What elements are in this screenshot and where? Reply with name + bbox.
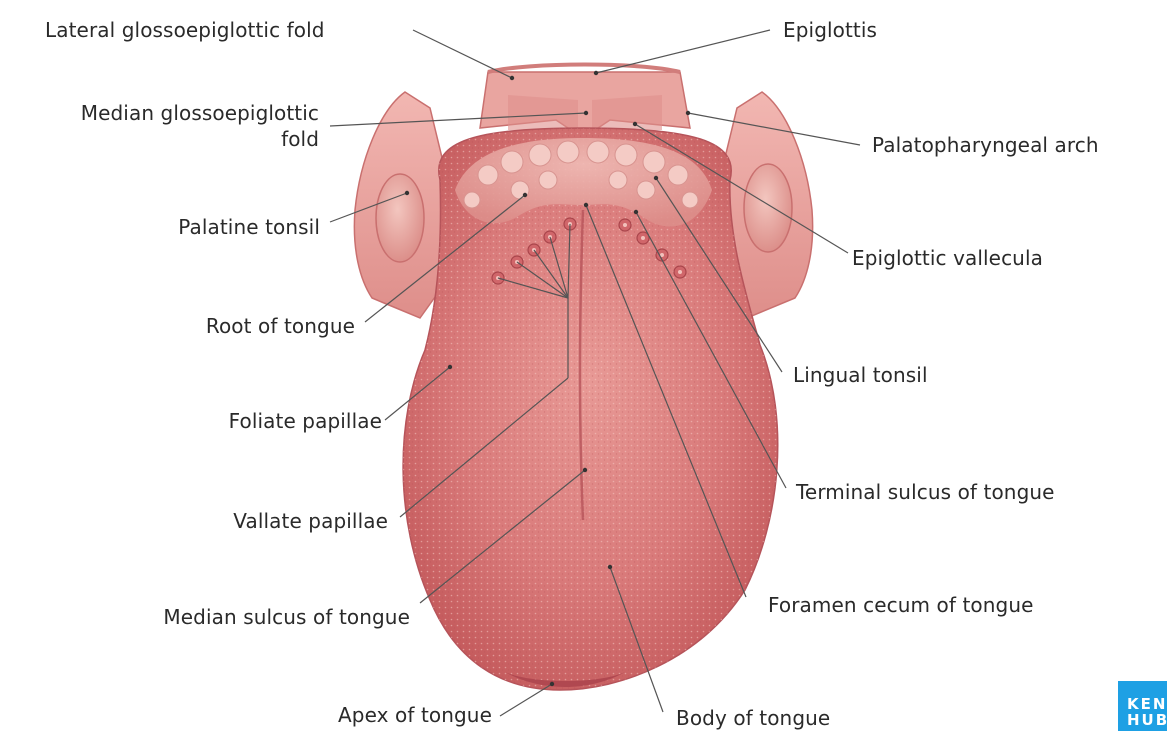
label-median-sulcus-of-tongue: Median sulcus of tongue [80,604,410,630]
label-palatine-tonsil: Palatine tonsil [100,214,320,240]
label-apex-of-tongue: Apex of tongue [250,702,492,728]
label-median-glossoepiglottic-fold: Median glossoepiglottic fold [14,100,319,152]
leader-apex-of-tongue [500,684,552,716]
epiglottis-rim [488,65,680,73]
label-lateral-glossoepiglottic-fold: Lateral glossoepiglottic fold [45,17,325,43]
leader-epiglottis [596,30,770,73]
label-epiglottis: Epiglottis [783,17,877,43]
label-palatopharyngeal-arch: Palatopharyngeal arch [872,132,1099,158]
label-lingual-tonsil: Lingual tonsil [793,362,928,388]
label-vallate-papillae: Vallate papillae [130,508,388,534]
label-foramen-cecum-of-tongue: Foramen cecum of tongue [768,592,1034,618]
vallecula-right [592,95,662,132]
logo-line2: HUB [1127,713,1167,728]
label-foliate-papillae: Foliate papillae [130,408,382,434]
label-epiglottic-vallecula: Epiglottic vallecula [852,245,1043,271]
kenhub-logo: KEN HUB [1118,681,1167,731]
label-root-of-tongue: Root of tongue [130,313,355,339]
logo-line1: KEN [1127,697,1167,712]
right-palatine-tonsil [744,164,792,252]
label-median-glossoepiglottic-fold-line1: Median glossoepiglottic [14,100,319,126]
tongue-texture [403,128,778,690]
leader-lateral-glossoepiglottic-fold [413,30,512,78]
left-palatine-tonsil [376,174,424,262]
label-median-glossoepiglottic-fold-line2: fold [14,126,319,152]
label-terminal-sulcus-of-tongue: Terminal sulcus of tongue [796,479,1055,505]
label-body-of-tongue: Body of tongue [676,705,830,731]
